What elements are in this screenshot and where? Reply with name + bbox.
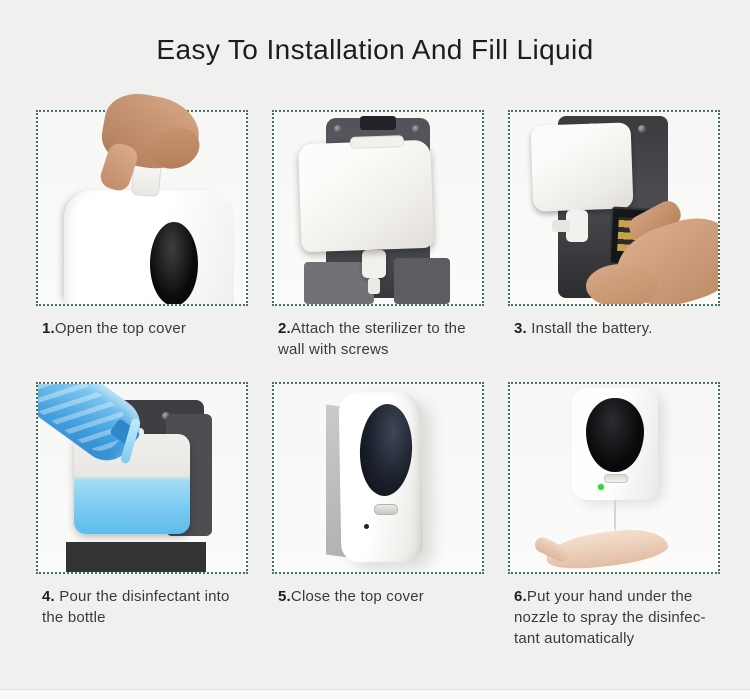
nozzle-valve bbox=[552, 220, 570, 232]
sensor-window bbox=[150, 222, 198, 304]
liquid-tank bbox=[530, 122, 634, 212]
steps-grid: 1.Open the top cover bbox=[36, 88, 720, 649]
step-6-cell: 6.Put your hand under the nozzle to spra… bbox=[508, 382, 720, 649]
step-5-caption: 5.Close the top cover bbox=[278, 586, 482, 607]
step-5-text: Close the top cover bbox=[290, 588, 424, 605]
step-4-text: Pour the disinfectant into the bottle bbox=[42, 588, 230, 626]
step-5-photo-scene bbox=[274, 384, 482, 572]
screw-icon bbox=[412, 125, 420, 133]
sensor-dot bbox=[364, 524, 369, 529]
step-5-number: 5. bbox=[278, 588, 291, 605]
led-indicator bbox=[598, 484, 604, 490]
step-1-cell: 1.Open the top cover bbox=[36, 88, 248, 382]
step-1-caption: 1.Open the top cover bbox=[42, 318, 246, 339]
dispenser-body bbox=[64, 190, 234, 304]
step-4-cell: 4. Pour the disinfectant into the bottle bbox=[36, 382, 248, 649]
screw-icon bbox=[334, 125, 342, 133]
step-6-text: Put your hand under the nozzle to spray … bbox=[514, 588, 706, 647]
liquid-tank bbox=[298, 139, 434, 253]
step-2-cell: 2.Attach the sterilizer to the wall with… bbox=[272, 110, 484, 382]
step-1-number: 1. bbox=[42, 320, 55, 337]
step-2-text: Attach the sterilizer to the wall with s… bbox=[278, 320, 466, 358]
spray-stream bbox=[614, 500, 616, 534]
nozzle-tip bbox=[368, 278, 380, 294]
step-2-photo bbox=[272, 110, 484, 306]
step-1-photo-scene bbox=[38, 112, 246, 304]
nozzle bbox=[362, 250, 386, 278]
step-4-photo bbox=[36, 382, 248, 574]
step-1-text: Open the top cover bbox=[54, 320, 187, 337]
page-title: Easy To Installation And Fill Liquid bbox=[156, 34, 594, 65]
step-3-photo-scene bbox=[510, 112, 718, 304]
step-3-number: 3. bbox=[514, 320, 527, 337]
sensor-window bbox=[586, 398, 644, 472]
step-4-photo-scene bbox=[38, 384, 246, 572]
step-6-caption: 6.Put your hand under the nozzle to spra… bbox=[514, 586, 718, 649]
step-3-caption: 3. Install the battery. bbox=[514, 318, 718, 339]
step-5-cell: 5.Close the top cover bbox=[272, 382, 484, 649]
bracket-latch bbox=[360, 116, 396, 130]
step-4-caption: 4. Pour the disinfectant into the bottle bbox=[42, 586, 246, 628]
screw-icon bbox=[638, 125, 646, 133]
step-2-number: 2. bbox=[278, 320, 291, 337]
second-hand bbox=[586, 264, 658, 304]
step-2-photo-scene bbox=[274, 112, 482, 304]
step-3-cell: 3. Install the battery. bbox=[508, 110, 720, 382]
tank-cap bbox=[349, 135, 405, 149]
step-3-photo bbox=[508, 110, 720, 306]
nozzle bbox=[566, 210, 588, 242]
step-6-photo bbox=[508, 382, 720, 574]
step-1-photo bbox=[36, 88, 248, 306]
dispenser-button bbox=[374, 504, 398, 515]
step-5-photo bbox=[272, 382, 484, 574]
step-6-number: 6. bbox=[514, 588, 527, 605]
step-6-photo-scene bbox=[510, 384, 718, 572]
step-4-number: 4. bbox=[42, 588, 55, 605]
bottom-strip bbox=[0, 689, 750, 699]
dispenser-base bbox=[66, 542, 206, 572]
step-3-text: Install the battery. bbox=[526, 320, 653, 337]
step-2-caption: 2.Attach the sterilizer to the wall with… bbox=[278, 318, 482, 360]
nozzle-outlet bbox=[604, 474, 628, 483]
housing-block bbox=[394, 258, 450, 304]
